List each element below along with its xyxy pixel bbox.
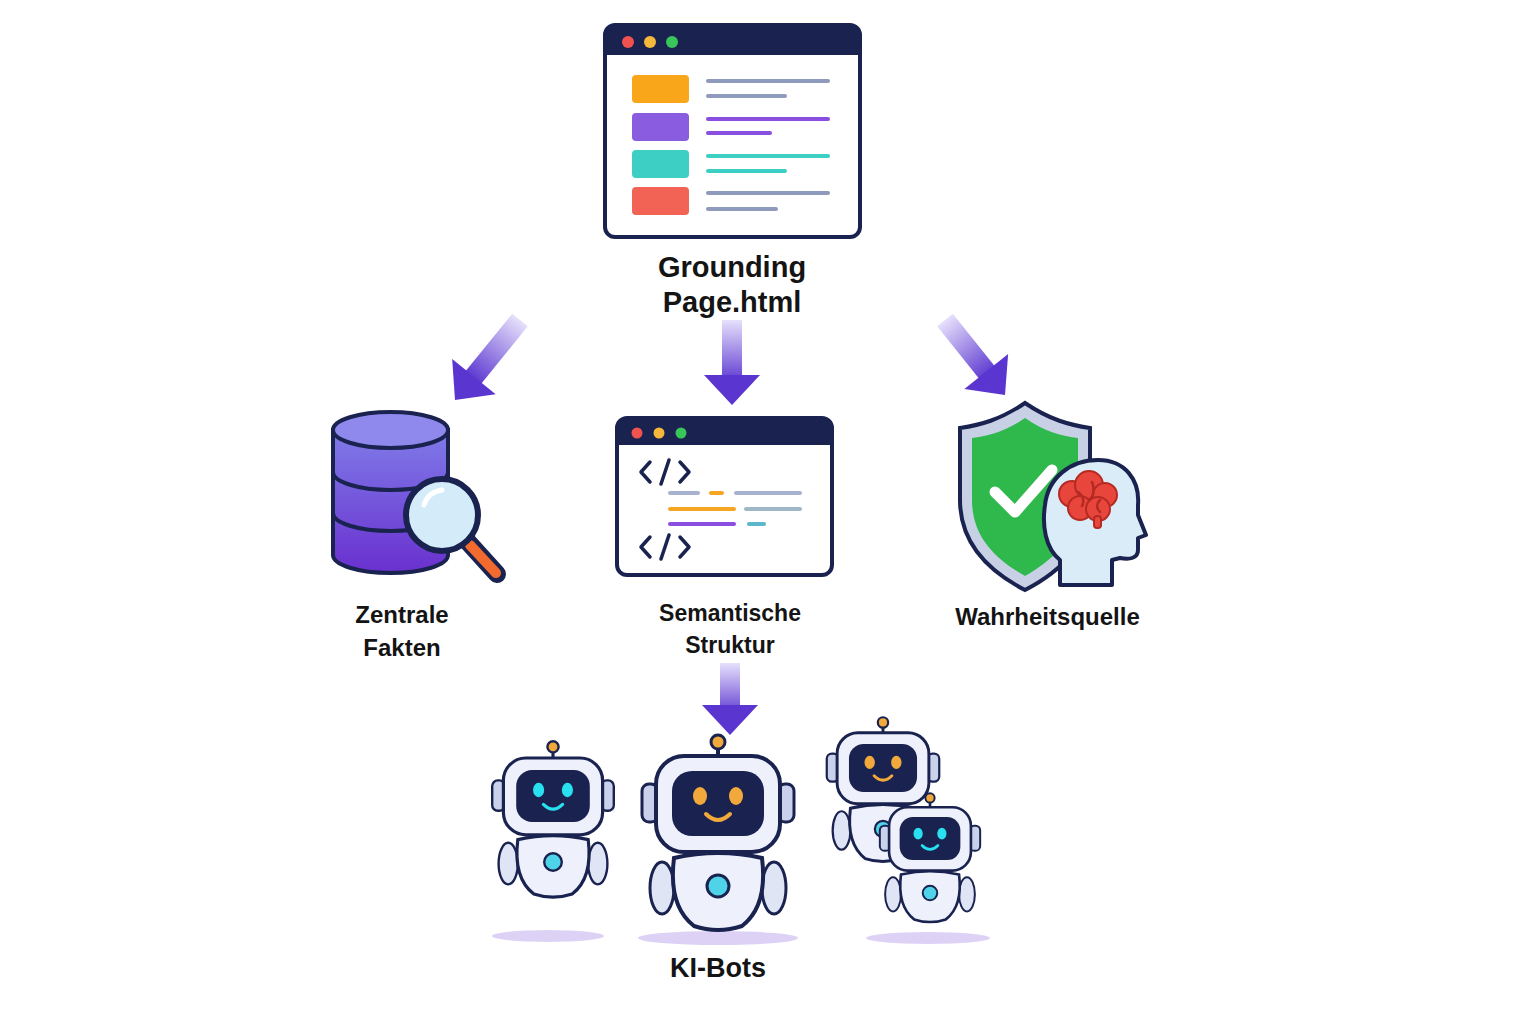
database-icon	[333, 412, 497, 574]
robot	[642, 735, 794, 930]
window-dot	[622, 36, 634, 48]
node-label: Wahrheitsquelle	[940, 600, 1155, 633]
icon-node: Grounding Page.html	[500, 20, 965, 320]
node-label: Grounding Page.html	[632, 250, 832, 320]
arrow-shaft	[471, 320, 520, 380]
icon-node: Wahrheitsquelle	[940, 395, 1155, 635]
magnifier-lens	[406, 479, 478, 551]
head-profile	[1044, 460, 1146, 585]
icon-node: KI-Bots	[480, 735, 1000, 990]
database-top	[333, 412, 448, 448]
window-dot	[632, 428, 643, 439]
code-lines	[670, 493, 800, 524]
content-block	[632, 150, 689, 178]
title-bar	[605, 25, 860, 55]
window-dot	[644, 36, 656, 48]
icon-node: Zentrale Fakten	[320, 400, 515, 665]
brain-folds	[1078, 482, 1100, 512]
content-block	[632, 75, 689, 103]
content-lines	[708, 81, 828, 209]
node-label: Zentrale Fakten	[332, 598, 472, 664]
page-window-icon	[605, 25, 860, 237]
window-dot	[654, 428, 665, 439]
content-block	[632, 113, 689, 141]
window-frame	[617, 418, 832, 575]
robot	[880, 793, 980, 922]
robot	[492, 741, 614, 897]
robots-illustration	[492, 717, 990, 945]
flow-arrow	[452, 320, 520, 400]
truth-source-icon	[960, 403, 1146, 590]
flow-arrow	[945, 320, 1008, 395]
lens-highlight	[424, 490, 442, 505]
node-label: KI-Bots	[618, 951, 818, 985]
content-block	[632, 187, 689, 215]
arrow-shaft	[720, 663, 740, 709]
brain	[1059, 471, 1117, 528]
robot-shadow	[638, 931, 798, 945]
flow-arrow	[702, 663, 758, 735]
flow-arrow	[704, 320, 760, 405]
magnifier-handle	[470, 545, 496, 573]
node-label: Semantische Struktur	[640, 597, 820, 661]
magnifier-handle	[468, 542, 497, 574]
arrow-shaft	[722, 320, 742, 379]
window-frame	[605, 25, 860, 237]
arrow-head	[702, 705, 758, 735]
robot-shadow	[866, 932, 990, 944]
icon-node: Semantische Struktur	[605, 405, 855, 663]
arrow-head	[704, 375, 760, 405]
arrow-head	[452, 359, 495, 400]
arrow-head	[964, 354, 1008, 395]
code-window-icon	[617, 418, 832, 575]
window-dot	[666, 36, 678, 48]
window-dot	[676, 428, 687, 439]
title-bar	[617, 418, 832, 445]
robot-shadow	[492, 930, 604, 942]
arrow-shaft	[945, 320, 989, 375]
